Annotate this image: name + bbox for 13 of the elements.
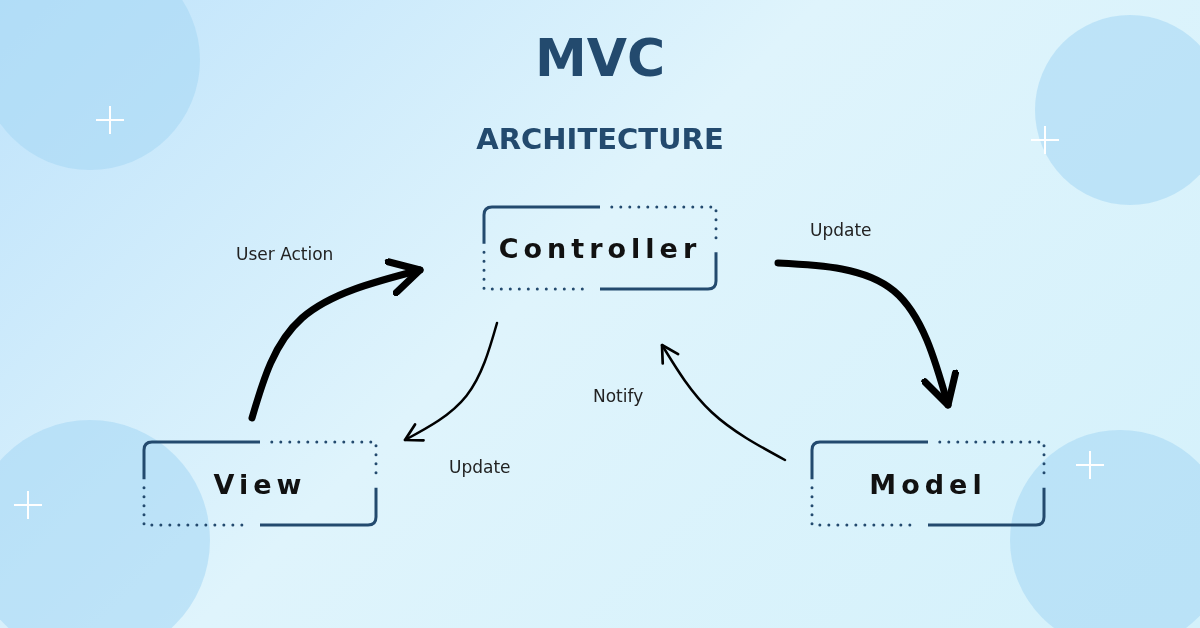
subtitle: ARCHITECTURE [475,122,725,156]
node-label: Model [868,468,988,499]
arrow [248,258,424,422]
node-label: Controller [497,232,703,264]
title: MVC [533,28,667,88]
edge-label: User Action [236,244,334,264]
arrow [403,321,499,442]
node-label: View [212,468,308,499]
edge-label: Update [810,220,872,240]
edge-label: Update [449,457,511,477]
arrow [660,343,787,462]
arrow [774,259,959,409]
edge-label: Notify [593,386,644,406]
